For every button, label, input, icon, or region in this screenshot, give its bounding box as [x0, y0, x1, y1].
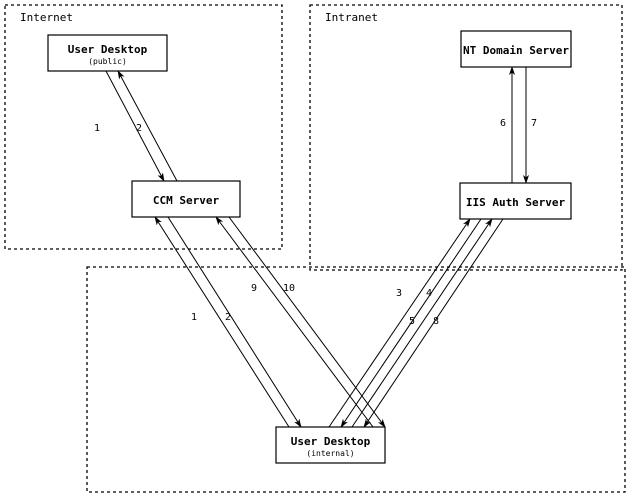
node-user-desktop-internal: User Desktop(internal) [275, 426, 386, 464]
node-nt-domain-server: NT Domain Server [460, 30, 572, 68]
edge-e9 [215, 216, 374, 428]
edge-e10 [228, 216, 386, 428]
edge-label-e2b: 2 [225, 312, 231, 323]
edge-label-e6: 6 [500, 118, 506, 129]
node-subtitle-user-desktop-internal: (internal) [306, 449, 354, 458]
edge-label-e3: 3 [396, 288, 402, 299]
edge-label-e1b: 1 [191, 312, 197, 323]
edge-e2 [117, 70, 178, 182]
node-subtitle-user-desktop-public: (public) [88, 57, 127, 66]
edge-label-e9: 9 [251, 283, 257, 294]
node-box-nt-domain-server [460, 30, 572, 68]
node-title-ccm-server: CCM Server [153, 194, 220, 207]
edge-e5 [351, 218, 493, 428]
edge-label-e10: 10 [283, 283, 295, 294]
edge-e1b [154, 216, 290, 428]
zone-boundary-internet [4, 4, 283, 250]
edge-e8 [363, 218, 504, 428]
node-box-user-desktop-internal [275, 426, 386, 464]
zone-label-internet: Internet [20, 11, 73, 24]
zone-boundary-intranet [309, 4, 623, 271]
node-box-user-desktop-public [47, 34, 168, 72]
edge-label-e5: 5 [409, 316, 415, 327]
node-title-user-desktop-public: User Desktop [68, 43, 148, 56]
zone-label-intranet: Intranet [325, 11, 378, 24]
node-box-iis-auth-server [459, 182, 572, 220]
edge-label-e4: 4 [426, 288, 432, 299]
node-title-nt-domain-server: NT Domain Server [463, 44, 569, 57]
edge-label-e2: 2 [136, 123, 142, 134]
edge-e3 [328, 218, 471, 428]
edge-label-e7: 7 [531, 118, 537, 129]
node-iis-auth-server: IIS Auth Server [459, 182, 572, 220]
edge-e4 [340, 218, 482, 428]
edge-labels-group: 1 2 3 4 5 8 6 7 1 2 9 10 [94, 118, 537, 327]
node-title-iis-auth-server: IIS Auth Server [466, 196, 566, 209]
node-user-desktop-public: User Desktop(public) [47, 34, 168, 72]
edges-group [105, 66, 529, 428]
node-box-ccm-server [131, 180, 241, 218]
node-title-user-desktop-internal: User Desktop [291, 435, 371, 448]
zones-group: Internet Intranet [4, 4, 626, 493]
edge-e2b [167, 216, 302, 428]
edge-e1 [105, 70, 165, 182]
edge-label-e8: 8 [433, 316, 439, 327]
zone-boundary-internal [86, 266, 626, 493]
edge-label-e1: 1 [94, 123, 100, 134]
node-ccm-server: CCM Server [131, 180, 241, 218]
